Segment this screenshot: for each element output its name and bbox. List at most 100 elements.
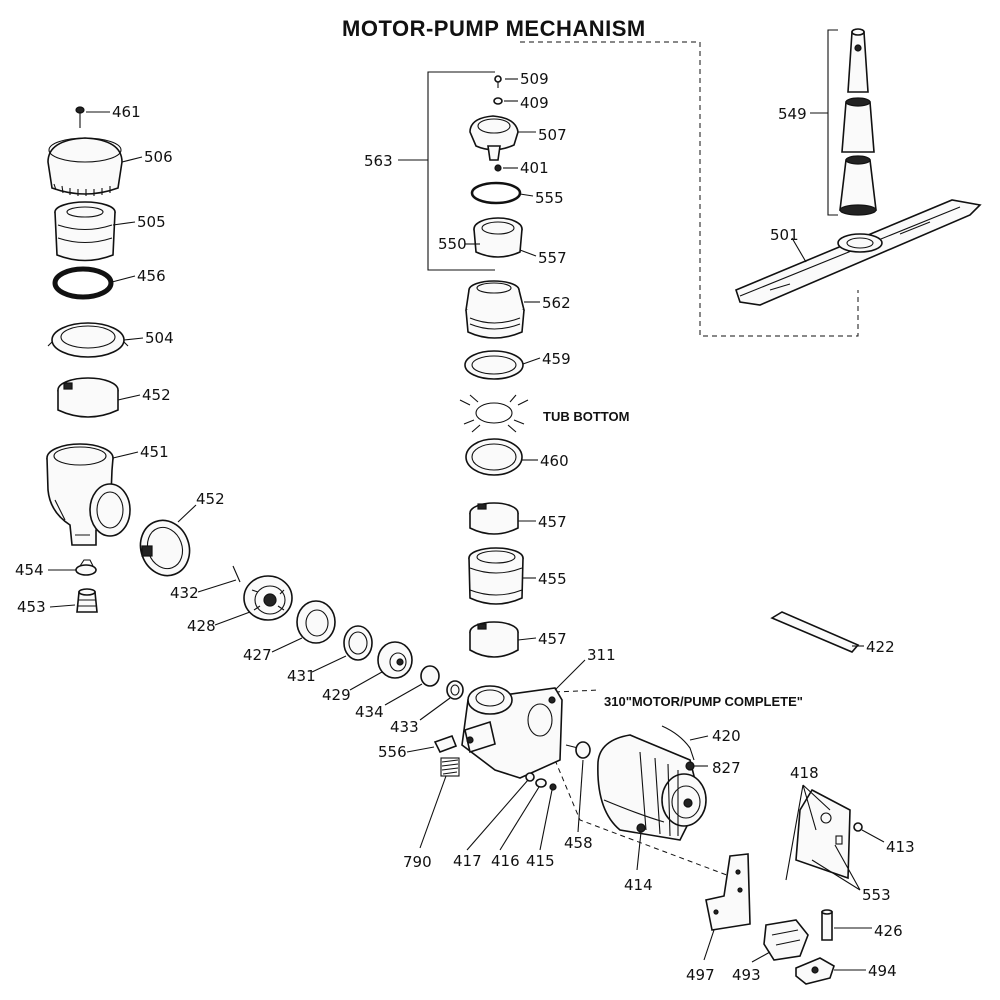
leader-431	[311, 655, 347, 673]
label-562: 562	[542, 294, 571, 312]
leader-555	[519, 193, 534, 197]
hub-429	[377, 641, 413, 679]
label-493: 493	[732, 966, 761, 984]
leader-457b	[517, 637, 537, 641]
label-413: 413	[886, 838, 915, 856]
leader-428	[214, 611, 251, 626]
ball-401	[494, 164, 502, 172]
label-tub-bottom: TUB BOTTOM	[543, 409, 629, 424]
leader-414	[636, 831, 642, 871]
label-506: 506	[144, 148, 173, 166]
label-453: 453	[17, 598, 46, 616]
leader-429	[349, 671, 383, 691]
filter-505	[54, 201, 116, 262]
screw-415	[549, 783, 557, 791]
label-452b: 452	[196, 490, 225, 508]
label-497: 497	[686, 966, 715, 984]
label-409: 409	[520, 94, 549, 112]
leader-420	[689, 735, 709, 741]
label-414: 414	[624, 876, 653, 894]
label-501: 501	[770, 226, 799, 244]
diagram-title: MOTOR-PUMP MECHANISM	[342, 16, 646, 41]
leader-418	[785, 784, 831, 881]
screw-413	[853, 822, 863, 832]
label-429: 429	[322, 686, 351, 704]
leader-504	[123, 337, 144, 341]
label-427: 427	[243, 646, 272, 664]
leader-311	[554, 659, 586, 691]
label-557: 557	[538, 249, 567, 267]
cap-506	[47, 137, 123, 196]
label-432: 432	[170, 584, 199, 602]
coupling-455	[468, 547, 524, 605]
label-458: 458	[564, 834, 593, 852]
leader-415	[539, 789, 553, 851]
leader-453	[49, 604, 76, 608]
label-550: 550	[438, 235, 467, 253]
label-555: 555	[535, 189, 564, 207]
ring-504	[47, 322, 129, 358]
ring-460	[465, 438, 523, 476]
label-461: 461	[112, 103, 141, 121]
leader-790	[419, 775, 447, 849]
label-426: 426	[874, 922, 903, 940]
leader-497	[703, 929, 715, 961]
label-401: 401	[520, 159, 549, 177]
washer-416	[535, 778, 547, 788]
label-790: 790	[403, 853, 432, 871]
leader-413	[861, 829, 885, 843]
label-311: 311	[587, 646, 616, 664]
leader-459	[522, 357, 541, 365]
label-416: 416	[491, 852, 520, 870]
leader-456	[111, 275, 136, 283]
clamp-452-upper	[57, 377, 119, 418]
motor-group-outline	[554, 689, 741, 881]
leader-427	[271, 637, 303, 653]
label-459: 459	[542, 350, 571, 368]
pump-housing-311	[461, 685, 563, 779]
housing-451	[46, 443, 131, 546]
label-434: 434	[355, 703, 384, 721]
clamp-457-lower	[469, 621, 519, 658]
label-494: 494	[868, 962, 897, 980]
pin-426	[821, 909, 833, 941]
strip-422	[770, 611, 860, 653]
label-415: 415	[526, 852, 555, 870]
tub-bottom-marker	[459, 394, 529, 433]
leader-458	[577, 759, 584, 833]
label-504: 504	[145, 329, 174, 347]
leader-493	[751, 951, 771, 963]
label-460: 460	[540, 452, 569, 470]
label-422: 422	[866, 638, 895, 656]
motor-310	[597, 734, 707, 841]
bracket-497	[705, 853, 751, 931]
gasket-459	[464, 350, 524, 380]
gasket-459-inner	[471, 355, 517, 375]
bracket-418	[795, 788, 851, 880]
label-418: 418	[790, 764, 819, 782]
screw-414	[636, 823, 646, 833]
tube-549	[839, 28, 877, 216]
sleeve-556	[433, 734, 458, 754]
bearing-434	[420, 665, 440, 687]
label-431: 431	[287, 667, 316, 685]
label-motor-pump-complete: 310"MOTOR/PUMP COMPLETE"	[604, 694, 803, 709]
clamp-452-lower	[139, 519, 191, 577]
spring-790	[440, 757, 460, 777]
label-457a: 457	[538, 513, 567, 531]
plug-453	[76, 588, 98, 613]
clip-493	[763, 919, 809, 961]
leader-556	[406, 746, 435, 753]
label-454: 454	[15, 561, 44, 579]
bracket-563	[427, 71, 495, 271]
screw-509	[494, 75, 502, 88]
label-420: 420	[712, 727, 741, 745]
label-507: 507	[538, 126, 567, 144]
label-456: 456	[137, 267, 166, 285]
label-455: 455	[538, 570, 567, 588]
leader-451	[112, 451, 139, 459]
washer-433	[446, 680, 464, 700]
ring-431	[343, 625, 373, 661]
label-549: 549	[778, 105, 807, 123]
leader-506	[121, 156, 143, 163]
